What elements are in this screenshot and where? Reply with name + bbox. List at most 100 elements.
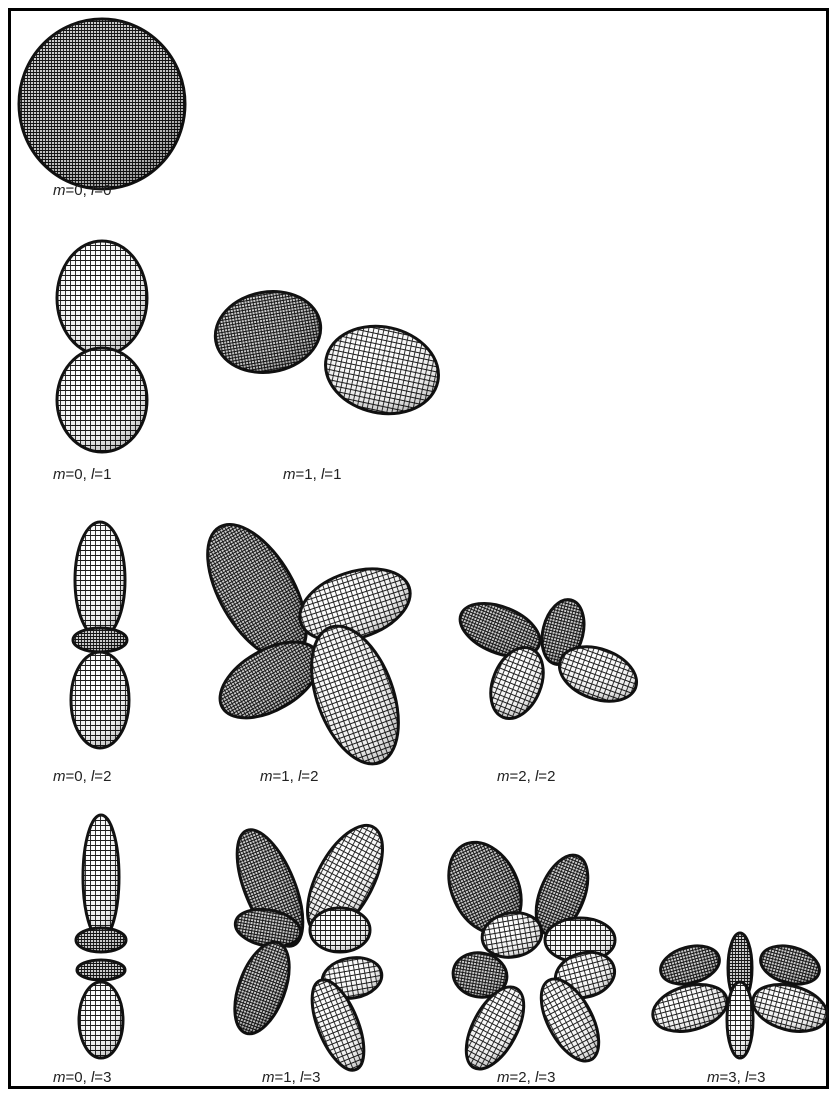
caption-m3-l3: m=3, l=3 xyxy=(707,1069,765,1086)
caption-m-value: 0 xyxy=(74,466,83,483)
lobe-group-m2-l2 xyxy=(458,598,639,720)
caption-l-symbol: l xyxy=(534,768,539,785)
lobe-m1-l2-3 xyxy=(310,624,400,766)
caption-l-value: 2 xyxy=(103,768,112,785)
caption-separator: , xyxy=(82,182,91,199)
lobe-group-m0-l2 xyxy=(69,520,131,750)
caption-l-symbol: l xyxy=(90,182,95,199)
caption-m-value: 3 xyxy=(728,1069,737,1086)
caption-l-value: 2 xyxy=(547,768,556,785)
lobe-m1-l1-0 xyxy=(213,290,323,374)
caption-equals: = xyxy=(65,1069,75,1086)
caption-separator: , xyxy=(82,466,91,483)
caption-m-symbol: m xyxy=(283,466,296,483)
caption-m0-l1: m=0, l=1 xyxy=(53,466,111,483)
caption-l-value: 1 xyxy=(333,466,342,483)
lobe-m2-l3-6 xyxy=(464,985,526,1071)
caption-equals: = xyxy=(65,768,75,785)
lobe-m0-l1-1 xyxy=(55,346,149,454)
caption-equals: = xyxy=(303,1069,313,1086)
lobe-m2-l3-0 xyxy=(447,840,523,936)
lobe-group-m0-l3 xyxy=(74,813,128,1060)
caption-m-symbol: m xyxy=(260,768,273,785)
caption-m0-l3: m=0, l=3 xyxy=(53,1069,111,1086)
caption-separator: , xyxy=(526,1069,535,1086)
caption-m-symbol: m xyxy=(497,768,510,785)
lobe-m0-l1-0 xyxy=(55,239,149,357)
caption-equals: = xyxy=(94,768,104,785)
lobe-group-m0-l0 xyxy=(17,17,187,191)
lobe-m1-l3-3 xyxy=(308,906,372,954)
caption-equals: = xyxy=(272,768,282,785)
lobe-m0-l2-0 xyxy=(73,520,127,640)
caption-l-value: 3 xyxy=(757,1069,766,1086)
caption-l-value: 3 xyxy=(103,1069,112,1086)
caption-l-value: 2 xyxy=(310,768,319,785)
caption-equals: = xyxy=(301,768,311,785)
lobe-m0-l2-2 xyxy=(69,650,131,750)
caption-m-value: 1 xyxy=(304,466,313,483)
caption-separator: , xyxy=(82,1069,91,1086)
caption-m-value: 2 xyxy=(518,768,527,785)
lobe-m0-l3-2 xyxy=(75,958,127,982)
lobe-m3-l3-3 xyxy=(651,983,729,1033)
caption-separator: , xyxy=(312,466,321,483)
lobe-m1-l1-1 xyxy=(324,324,440,416)
caption-equals: = xyxy=(94,466,104,483)
caption-separator: , xyxy=(291,1069,300,1086)
caption-equals: = xyxy=(538,768,548,785)
caption-m1-l2: m=1, l=2 xyxy=(260,768,318,785)
caption-m1-l1: m=1, l=1 xyxy=(283,466,341,483)
caption-m-value: 0 xyxy=(74,1069,83,1086)
caption-equals: = xyxy=(65,182,75,199)
caption-m1-l3: m=1, l=3 xyxy=(262,1069,320,1086)
lobe-m2-l2-0 xyxy=(458,601,542,659)
lobe-m3-l3-1 xyxy=(659,944,721,986)
caption-l-value: 3 xyxy=(312,1069,321,1086)
caption-m-value: 1 xyxy=(283,1069,292,1086)
lobe-group-m0-l1 xyxy=(55,239,149,454)
lobe-group-m1-l2 xyxy=(206,522,412,766)
lobe-m3-l3-5 xyxy=(725,980,755,1060)
caption-separator: , xyxy=(82,768,91,785)
lobe-m0-l3-0 xyxy=(81,813,121,941)
caption-m-symbol: m xyxy=(497,1069,510,1086)
caption-equals: = xyxy=(324,466,334,483)
caption-m-value: 1 xyxy=(281,768,290,785)
caption-equals: = xyxy=(719,1069,729,1086)
lobe-m2-l3-3 xyxy=(543,916,617,964)
lobe-m2-l3-2 xyxy=(480,911,544,959)
lobe-m0-l3-1 xyxy=(74,926,128,954)
caption-separator: , xyxy=(526,768,535,785)
lobe-m2-l2-3 xyxy=(557,645,639,703)
caption-equals: = xyxy=(65,466,75,483)
caption-m-symbol: m xyxy=(53,768,66,785)
caption-m-symbol: m xyxy=(262,1069,275,1086)
caption-l-symbol: l xyxy=(534,1069,539,1086)
caption-l-value: 3 xyxy=(547,1069,556,1086)
caption-equals: = xyxy=(94,1069,104,1086)
lobe-m3-l3-4 xyxy=(751,983,829,1033)
caption-m-symbol: m xyxy=(707,1069,720,1086)
caption-equals: = xyxy=(274,1069,284,1086)
lobe-m2-l3-7 xyxy=(539,977,601,1063)
caption-l-symbol: l xyxy=(90,466,95,483)
lobe-m1-l2-1 xyxy=(298,567,412,643)
lobe-group-m3-l3 xyxy=(651,931,829,1060)
caption-m-value: 2 xyxy=(518,1069,527,1086)
lobe-m2-l3-1 xyxy=(534,853,590,937)
lobe-m2-l2-2 xyxy=(489,646,545,720)
lobe-group-m1-l3 xyxy=(233,823,384,1072)
caption-equals: = xyxy=(748,1069,758,1086)
lobe-m1-l3-1 xyxy=(306,823,384,937)
lobe-m2-l3-4 xyxy=(451,951,509,999)
caption-equals: = xyxy=(509,768,519,785)
lobe-m3-l3-2 xyxy=(759,944,821,986)
lobe-m1-l3-6 xyxy=(310,978,366,1072)
caption-l-symbol: l xyxy=(320,466,325,483)
caption-l-symbol: l xyxy=(744,1069,749,1086)
lobe-group-m1-l1 xyxy=(213,290,440,416)
caption-equals: = xyxy=(295,466,305,483)
lobe-m1-l3-4 xyxy=(233,940,291,1036)
